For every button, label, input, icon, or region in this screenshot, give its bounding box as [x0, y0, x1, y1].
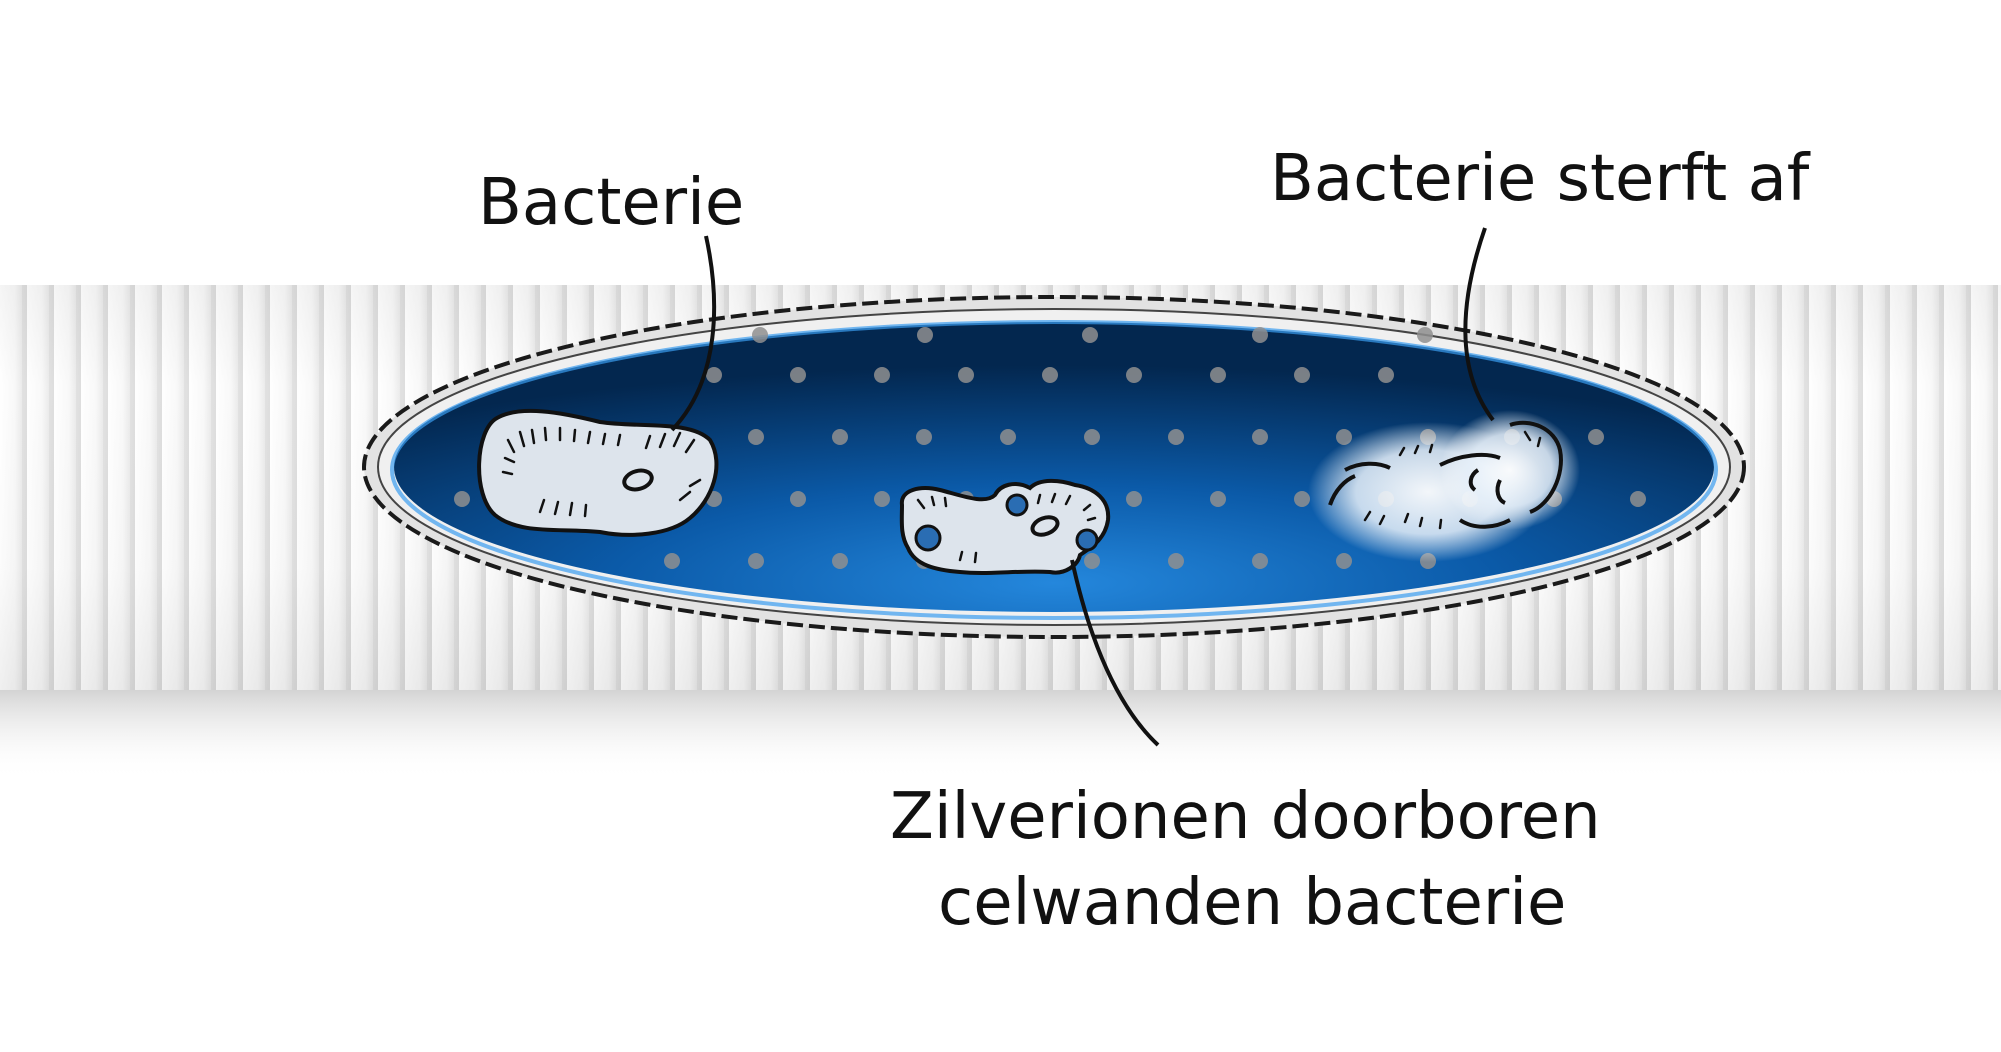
silver-ion-dot	[1210, 367, 1226, 383]
leader-line-bacterie	[670, 235, 717, 432]
label-zilverionen-line2: celwanden bacterie	[938, 866, 1566, 940]
silver-ion-dot	[706, 367, 722, 383]
silver-ion-dot	[790, 491, 806, 507]
silver-ion-dot	[790, 367, 806, 383]
silver-ion-dot	[1294, 367, 1310, 383]
tube-shadow	[0, 690, 2001, 780]
silver-ion-dot	[1126, 491, 1142, 507]
silver-ion-dot	[1252, 327, 1268, 343]
silver-ion-dot	[748, 553, 764, 569]
silver-ion-dot	[832, 429, 848, 445]
silver-ion-dot	[454, 491, 470, 507]
silver-ion-dot	[748, 429, 764, 445]
interior-edge-highlight	[390, 320, 1718, 620]
silver-ion-dot	[1210, 491, 1226, 507]
dying-bacterium-icon	[1308, 410, 1580, 562]
silver-ion-dot	[1417, 327, 1433, 343]
silver-ion-dot	[1084, 553, 1100, 569]
silver-ion-dot	[874, 367, 890, 383]
silver-ion-dot	[1336, 553, 1352, 569]
silver-ion-dot	[1630, 491, 1646, 507]
silver-ion-dot	[1042, 367, 1058, 383]
silver-ion-dot	[1252, 429, 1268, 445]
label-zilverionen-line1: Zilverionen doorboren	[890, 780, 1601, 854]
silver-ion-dot	[1168, 429, 1184, 445]
leader-line-zilverionen	[1070, 559, 1160, 747]
silver-ion-dot	[1084, 429, 1100, 445]
silver-ion-dot	[874, 491, 890, 507]
pierced-bacterium-icon	[899, 478, 1111, 575]
silver-ion-dot	[1378, 367, 1394, 383]
label-bacterie-sterft-af: Bacterie sterft af	[1270, 142, 1811, 216]
silver-ion-dot	[1000, 429, 1016, 445]
silver-ion-dot	[917, 327, 933, 343]
silver-ion-dot	[1168, 553, 1184, 569]
silver-ion-dot	[958, 367, 974, 383]
bacterium-icon	[477, 408, 719, 537]
silver-ion-dot	[1252, 553, 1268, 569]
leader-line-bacterie-sterft-af	[1463, 227, 1495, 422]
silver-ion-dot	[752, 327, 768, 343]
silver-ion-dot	[1588, 429, 1604, 445]
label-bacterie: Bacterie	[478, 166, 744, 240]
silver-ion-dot	[832, 553, 848, 569]
silver-ion-dot	[916, 429, 932, 445]
silver-ion-dot	[1294, 491, 1310, 507]
silver-ion-dot	[664, 553, 680, 569]
silver-ion-dot	[1082, 327, 1098, 343]
silver-ion-dot	[1126, 367, 1142, 383]
